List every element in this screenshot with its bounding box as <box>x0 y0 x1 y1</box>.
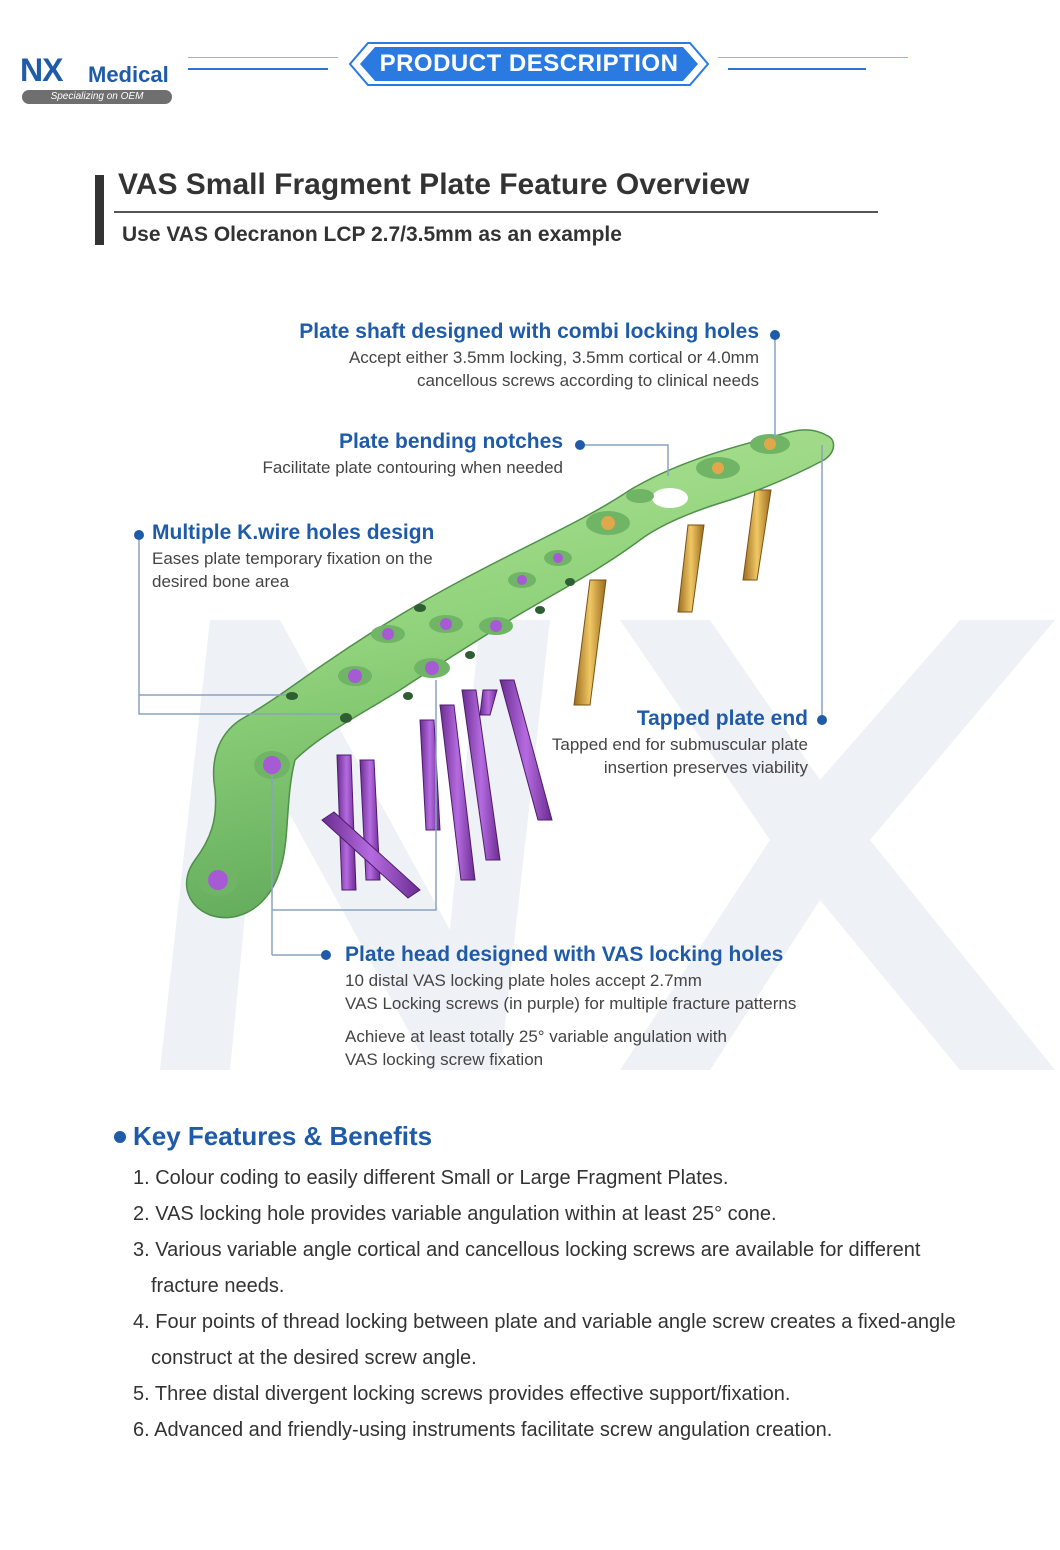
logo-medical: Medical <box>88 62 169 87</box>
head-annotation-line4: VAS locking screw fixation <box>345 1050 544 1069</box>
header-line-left-thin <box>188 57 338 58</box>
banner-label: PRODUCT DESCRIPTION <box>379 50 679 77</box>
kwire-annotation-title: Multiple K.wire holes design <box>152 521 435 544</box>
kwire-annotation-line1: Eases plate temporary fixation on the <box>152 549 433 568</box>
head-annotation-title: Plate head designed with VAS locking hol… <box>345 943 784 966</box>
head-annotation-line3: Achieve at least totally 25° variable an… <box>345 1027 727 1046</box>
notches-annotation-line1: Facilitate plate contouring when needed <box>262 458 563 477</box>
list-item: 1. Colour coding to easily different Sma… <box>133 1167 729 1189</box>
title-accent-bar <box>95 175 104 245</box>
company-logo: NX Medical Specializing on OEM <box>20 52 180 108</box>
header-line-right <box>728 68 866 70</box>
tapped-annotation-line2: insertion preserves viability <box>603 758 808 777</box>
header-line-right-thin <box>718 57 908 58</box>
notches-annotation-title: Plate bending notches <box>338 430 563 453</box>
locking-screws-gold <box>573 489 772 706</box>
list-item: 2. VAS locking hole provides variable an… <box>133 1203 777 1225</box>
list-item: 6. Advanced and friendly-using instrumen… <box>133 1419 833 1441</box>
key-features-list: 1. Colour coding to easily different Sma… <box>133 1160 963 1448</box>
list-item: 3. Various variable angle cortical and c… <box>133 1239 921 1297</box>
page-subtitle: Use VAS Olecranon LCP 2.7/3.5mm as an ex… <box>122 223 622 246</box>
shaft-holes <box>586 434 790 535</box>
head-annotation-line1: 10 distal VAS locking plate holes accept… <box>345 971 702 990</box>
list-item: 4. Four points of thread locking between… <box>133 1311 956 1369</box>
annotation-dots <box>134 330 827 960</box>
tapped-annotation-title: Tapped plate end <box>636 707 808 730</box>
vas-screws-purple <box>321 679 553 899</box>
page-title: VAS Small Fragment Plate Feature Overvie… <box>118 168 750 201</box>
tapped-annotation-line1: Tapped end for submuscular plate <box>551 735 808 754</box>
key-features-bullet <box>114 1131 126 1143</box>
vas-holes <box>198 550 572 896</box>
kwire-annotation-line2: desired bone area <box>152 572 290 591</box>
product-description-banner: PRODUCT DESCRIPTION <box>348 40 710 88</box>
logo-tagline: Specializing on OEM <box>22 90 172 104</box>
list-item: 5. Three distal divergent locking screws… <box>133 1383 791 1405</box>
plate-illustration <box>134 330 835 960</box>
key-features-title: Key Features & Benefits <box>133 1121 433 1151</box>
kwire-holes <box>286 578 575 723</box>
title-divider <box>114 211 878 213</box>
header-line-left <box>188 68 328 70</box>
shaft-annotation-line2: cancellous screws according to clinical … <box>416 371 759 390</box>
head-annotation-line2: VAS Locking screws (in purple) for multi… <box>345 994 797 1013</box>
banner-shape <box>348 42 710 86</box>
shaft-annotation-line1: Accept either 3.5mm locking, 3.5mm corti… <box>348 348 759 367</box>
annotation-leaders <box>138 336 823 956</box>
shaft-annotation-title: Plate shaft designed with combi locking … <box>299 320 759 343</box>
plate-body <box>185 429 835 919</box>
logo-nx: NX <box>20 52 63 88</box>
